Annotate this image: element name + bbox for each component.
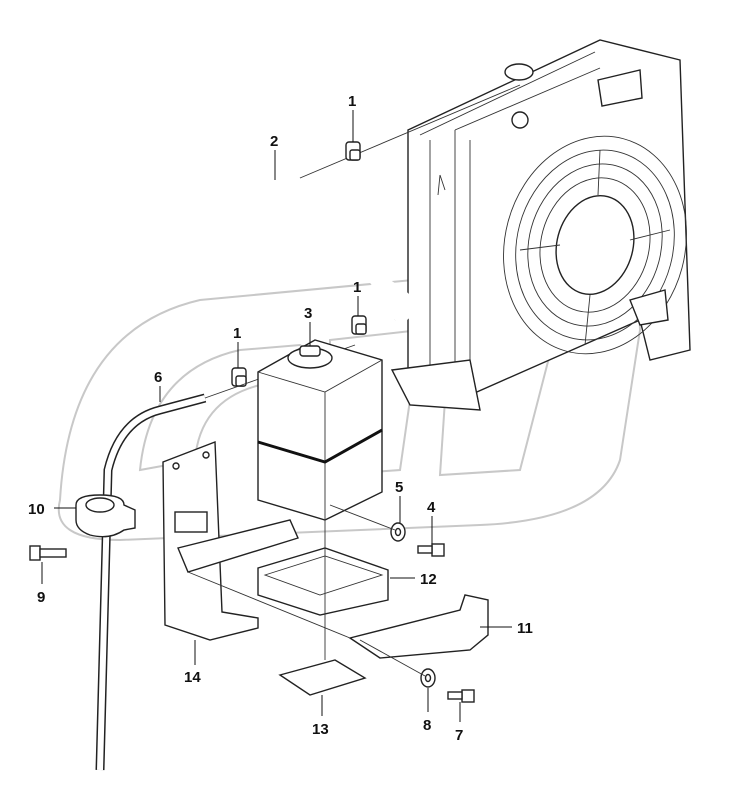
strap-11 xyxy=(177,519,489,659)
hose-clip-10 xyxy=(75,494,136,538)
callout-1-middle: 1 xyxy=(353,279,361,296)
callout-9: 9 xyxy=(37,589,45,606)
hose-clamp-lower xyxy=(231,367,247,387)
pad-13 xyxy=(278,520,367,696)
radiator-assembly xyxy=(390,39,691,411)
expansion-tank xyxy=(257,339,383,521)
washer-5 xyxy=(390,522,406,542)
callout-8: 8 xyxy=(423,717,431,734)
callout-11: 11 xyxy=(517,620,533,637)
callout-10: 10 xyxy=(28,501,45,518)
hose-2 xyxy=(256,84,521,323)
bolt-9 xyxy=(29,545,67,561)
callout-5: 5 xyxy=(395,479,403,496)
callout-7: 7 xyxy=(455,727,463,744)
hose-clamp-middle xyxy=(351,315,367,335)
bolt-4 xyxy=(417,543,445,557)
callout-1-upper: 1 xyxy=(348,93,356,110)
callout-6: 6 xyxy=(154,369,162,386)
leader-lines xyxy=(41,110,512,722)
callout-12: 12 xyxy=(420,571,437,588)
bolt-7 xyxy=(447,689,475,703)
callout-14: 14 xyxy=(184,669,201,686)
hose-clamp-upper xyxy=(345,141,361,161)
callout-1-lower: 1 xyxy=(233,325,241,342)
callout-2: 2 xyxy=(270,133,278,150)
callout-13: 13 xyxy=(312,721,329,738)
strap-12 xyxy=(257,547,389,616)
callout-3: 3 xyxy=(304,305,312,322)
callout-4: 4 xyxy=(427,499,436,516)
fan-guard xyxy=(503,135,687,355)
washer-8 xyxy=(420,668,436,688)
